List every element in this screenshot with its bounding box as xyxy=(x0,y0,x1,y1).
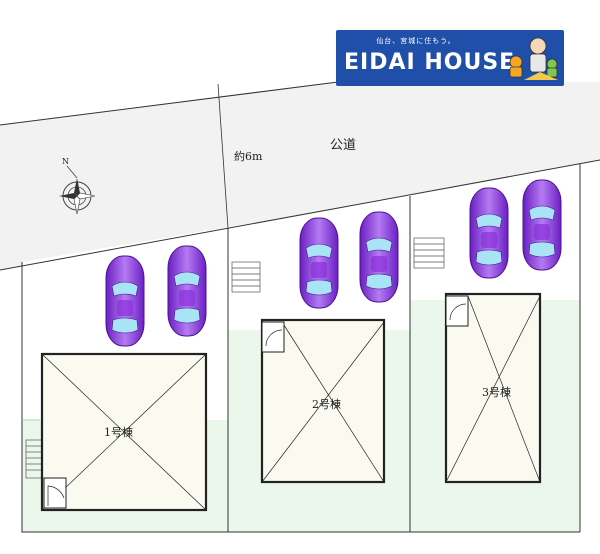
lot-boundary xyxy=(21,262,580,533)
road-edge-north xyxy=(0,81,339,126)
logo-tagline: 仙台、宮城に住もう。 xyxy=(376,37,456,45)
house-2-label: 2号棟 xyxy=(312,397,341,411)
road-width-marker xyxy=(217,83,229,229)
mascot-icon xyxy=(509,37,558,80)
car-1a xyxy=(105,255,145,347)
compass-north-label: N xyxy=(62,157,69,166)
road-area xyxy=(0,82,600,270)
car-1b xyxy=(167,245,207,337)
house-1 xyxy=(40,352,208,512)
steps-2 xyxy=(231,261,261,293)
house-1-label: 1号棟 xyxy=(104,425,133,439)
car-3a xyxy=(469,187,509,279)
logo-name: EIDAI HOUSE xyxy=(344,50,516,75)
house-2 xyxy=(260,318,386,484)
road-name-label: 公道 xyxy=(330,138,356,153)
house-3 xyxy=(444,292,542,484)
eidai-house-logo: 仙台、宮城に住もう。 EIDAI HOUSE xyxy=(336,30,564,86)
compass-icon xyxy=(59,165,96,215)
car-3b xyxy=(522,179,562,271)
steps-3 xyxy=(413,237,445,269)
road-edge-south xyxy=(0,159,600,271)
house-3-label: 3号棟 xyxy=(482,385,511,399)
road-width-label: 約6m xyxy=(234,149,263,163)
car-2a xyxy=(299,217,339,309)
car-2b xyxy=(359,211,399,303)
